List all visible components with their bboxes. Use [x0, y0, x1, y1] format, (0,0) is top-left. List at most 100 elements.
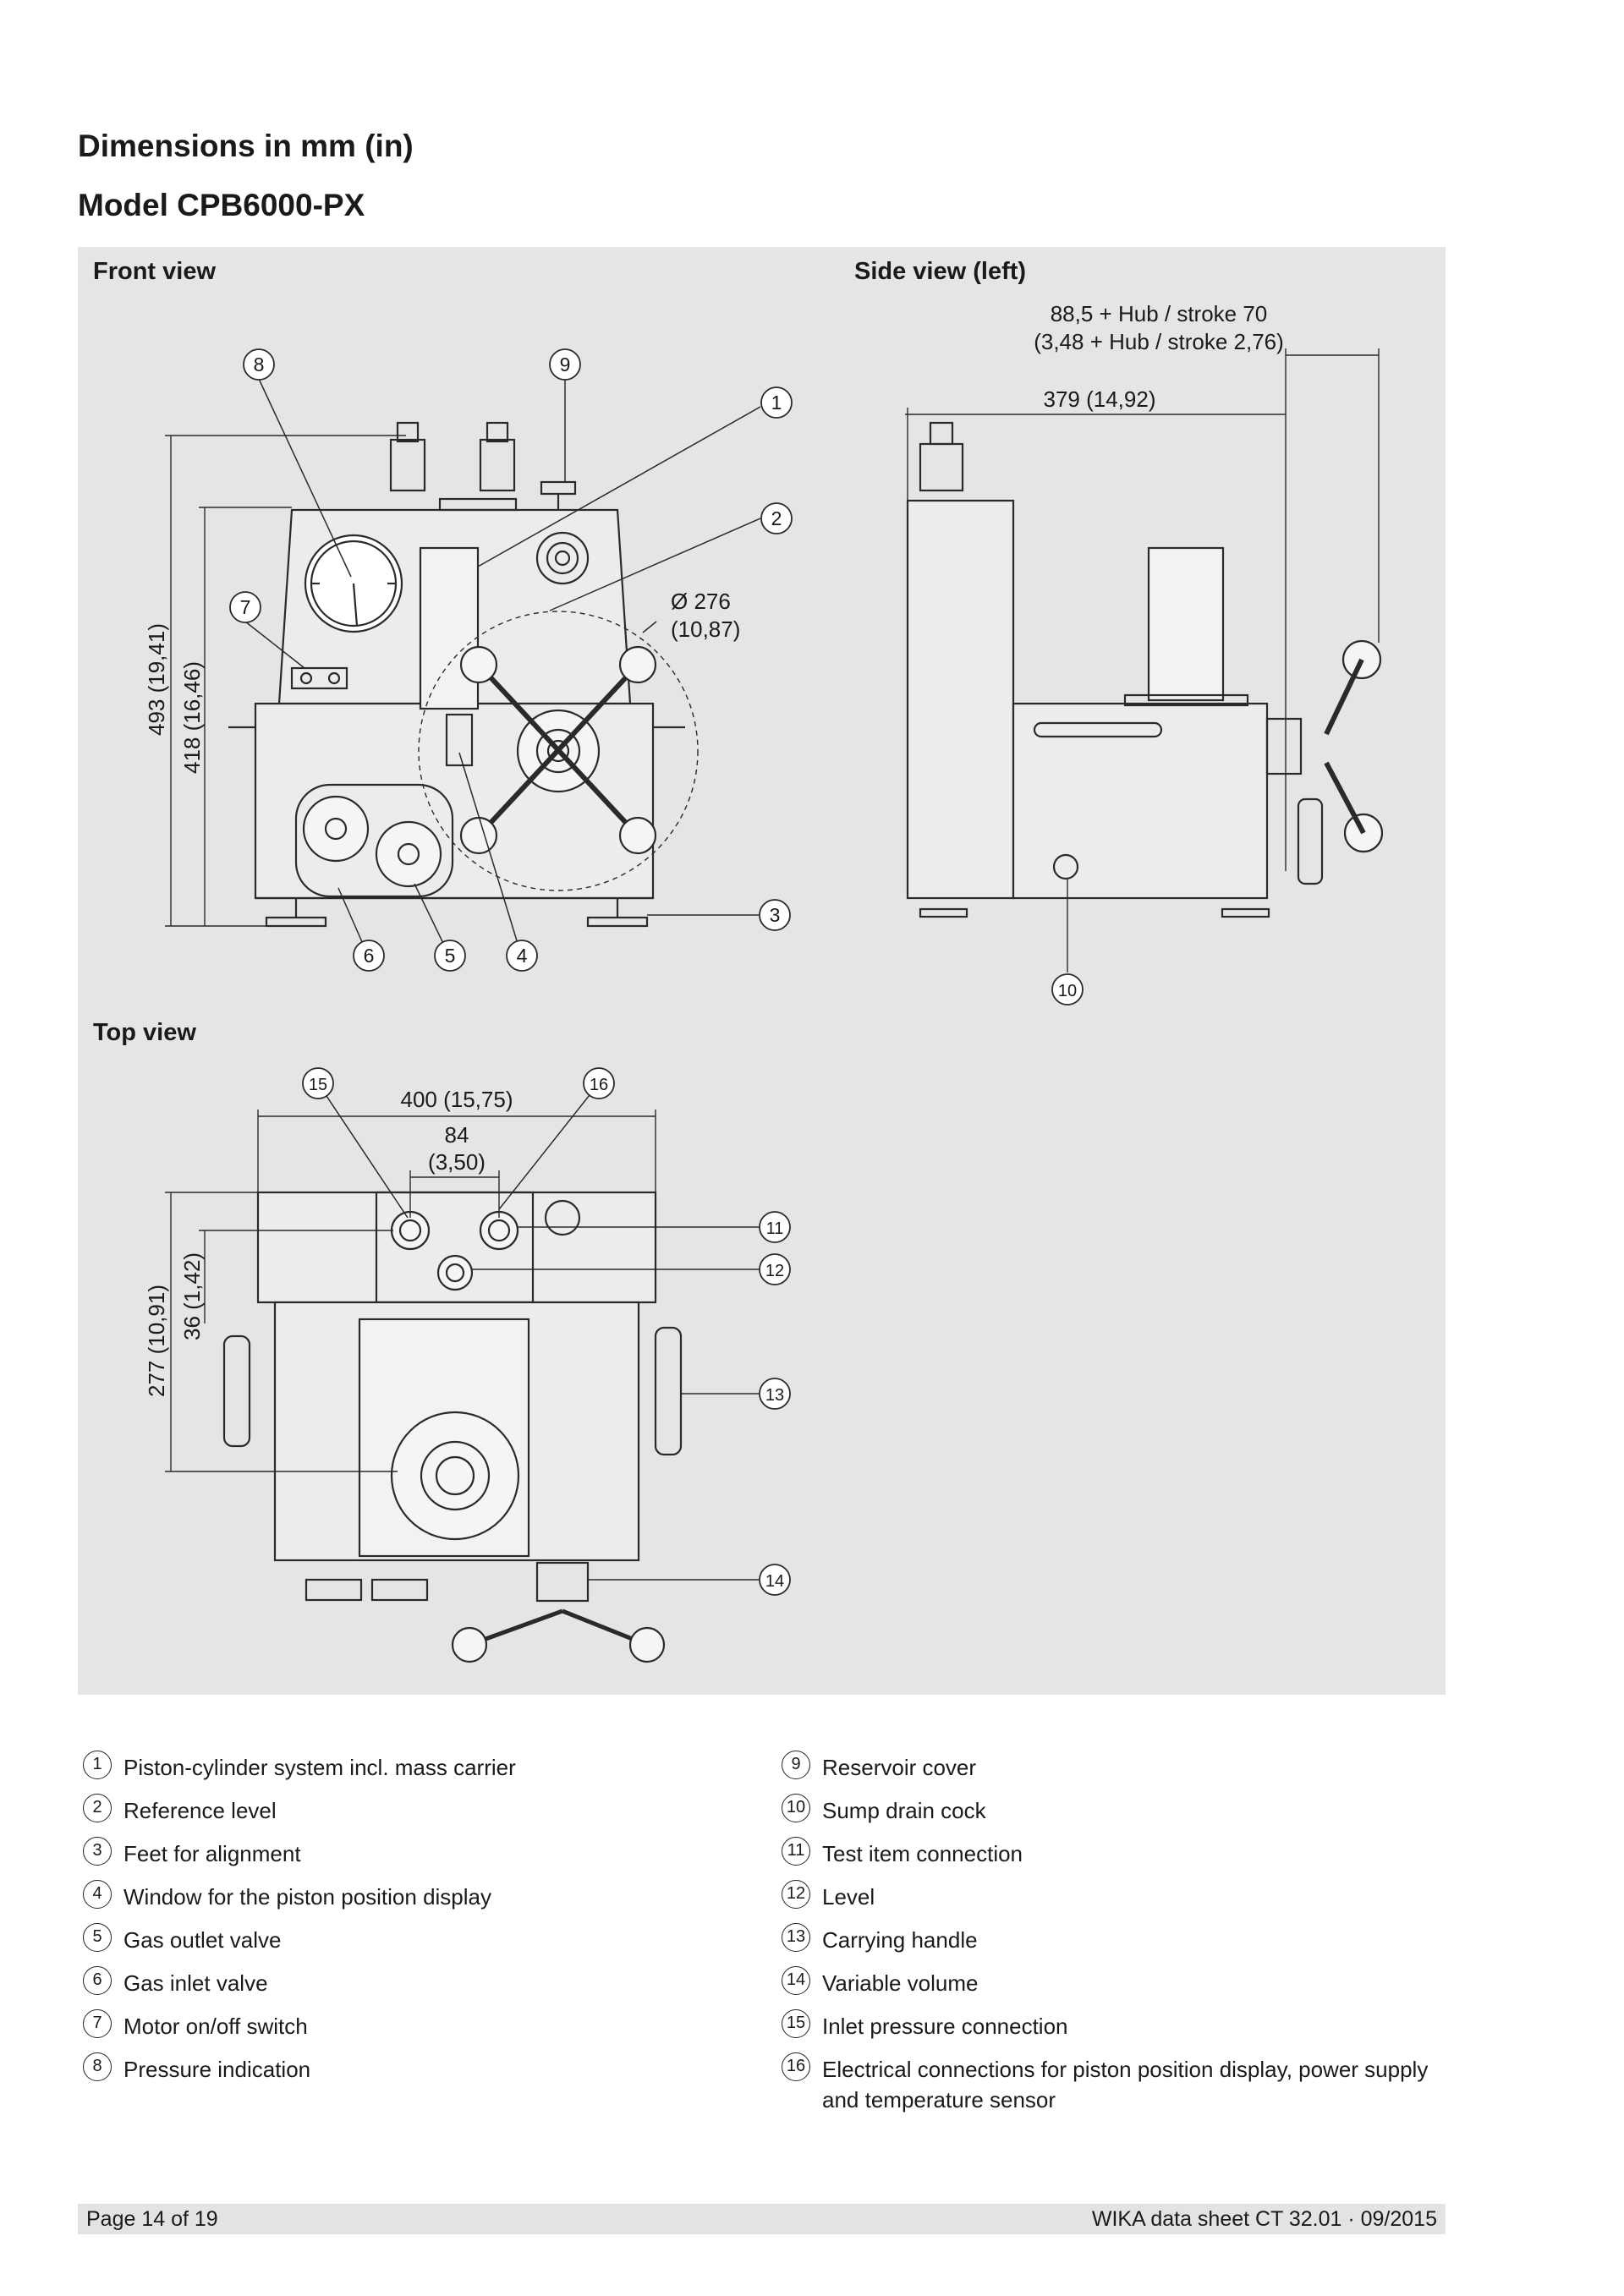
legend-number: 16	[782, 2052, 810, 2081]
page-footer: Page 14 of 19 WIKA data sheet CT 32.01 ·…	[78, 2204, 1446, 2234]
callout-4-circle	[506, 940, 538, 972]
legend-number: 12	[782, 1880, 810, 1909]
legend-item: 9 Reservoir cover	[782, 1751, 1475, 1794]
legend-item: 16 Electrical connections for piston posi…	[782, 2052, 1475, 2120]
model-title: Model CPB6000-PX	[78, 188, 365, 222]
top-width-dim: 400 (15,75)	[400, 1087, 513, 1112]
diameter-dim-in: (10,87)	[671, 616, 741, 642]
callout-16-circle	[583, 1067, 615, 1099]
legend-text: Carrying handle	[822, 1927, 978, 1953]
legend-text: Test item connection	[822, 1841, 1023, 1866]
callout-5-circle	[434, 940, 466, 972]
legend-item: 12 Level	[782, 1880, 1475, 1923]
top-spacing-dim-in: (3,50)	[428, 1149, 486, 1175]
legend-number: 6	[83, 1966, 112, 1995]
callout-3: 3	[770, 904, 781, 926]
callout-6-circle	[353, 940, 385, 972]
legend-item: 10 Sump drain cock	[782, 1794, 1475, 1837]
legend-item: 13 Carrying handle	[782, 1923, 1475, 1966]
legend-number: 9	[782, 1751, 810, 1779]
legend-text: Piston-cylinder system incl. mass carrie…	[123, 1755, 516, 1780]
side-view-drawing	[906, 421, 1384, 918]
callout-8-circle	[243, 348, 275, 381]
callout-4: 4	[517, 945, 528, 967]
legend-text: Variable volume	[822, 1970, 979, 1996]
data-sheet-reference: WIKA data sheet CT 32.01 · 09/2015	[1091, 2207, 1437, 2231]
legend-text: Electrical connections for piston positi…	[822, 2057, 1429, 2112]
legend-left: 1 Piston-cylinder system incl. mass carri…	[83, 1751, 776, 2096]
legend-text: Pressure indication	[123, 2057, 311, 2082]
side-depth-dim: 379 (14,92)	[1043, 386, 1156, 412]
top-view-label: Top view	[93, 1019, 196, 1046]
legend-item: 8 Pressure indication	[83, 2052, 776, 2096]
callout-16: 16	[590, 1076, 608, 1094]
legend-number: 1	[83, 1751, 112, 1779]
callout-15: 15	[309, 1076, 327, 1094]
front-view-drawing	[228, 421, 699, 928]
legend-number: 5	[83, 1923, 112, 1952]
front-height-body-dim: 418 (16,46)	[179, 661, 205, 774]
legend-text: Reservoir cover	[822, 1755, 977, 1780]
callout-11: 11	[766, 1219, 784, 1238]
page-title: Dimensions in mm (in)	[78, 129, 414, 163]
legend-text: Gas outlet valve	[123, 1927, 282, 1953]
callout-14: 14	[765, 1572, 784, 1591]
legend-text: Level	[822, 1884, 875, 1910]
callout-10-circle	[1051, 973, 1084, 1006]
legend-number: 13	[782, 1923, 810, 1952]
legend-item: 1 Piston-cylinder system incl. mass carri…	[83, 1751, 776, 1794]
front-view-label: Front view	[93, 258, 217, 285]
callout-7: 7	[240, 596, 251, 618]
legend-number: 15	[782, 2009, 810, 2038]
callout-11-circle	[759, 1211, 791, 1243]
page-number: Page 14 of 19	[86, 2207, 218, 2231]
callout-9-circle	[549, 348, 581, 381]
callout-2: 2	[771, 507, 782, 529]
callout-5: 5	[445, 945, 456, 967]
callout-15-circle	[302, 1067, 334, 1099]
legend-text: Window for the piston position display	[123, 1884, 492, 1910]
legend-item: 14 Variable volume	[782, 1966, 1475, 2009]
front-height-total-dim: 493 (19,41)	[144, 623, 169, 736]
callout-1: 1	[771, 392, 782, 414]
top-depth-offset-dim: 36 (1,42)	[179, 1252, 205, 1340]
side-stroke-dim-mm: 88,5 + Hub / stroke 70	[1050, 301, 1268, 326]
legend-item: 2 Reference level	[83, 1794, 776, 1837]
callout-3-circle	[759, 899, 791, 931]
legend-item: 5 Gas outlet valve	[83, 1923, 776, 1966]
top-spacing-dim-mm: 84	[444, 1122, 469, 1148]
legend-number: 7	[83, 2009, 112, 2038]
legend-text: Motor on/off switch	[123, 2014, 308, 2039]
callout-10: 10	[1058, 982, 1077, 1000]
legend-item: 7 Motor on/off switch	[83, 2009, 776, 2052]
legend-number: 4	[83, 1880, 112, 1909]
legend-item: 11 Test item connection	[782, 1837, 1475, 1880]
legend-number: 8	[83, 2052, 112, 2081]
legend-right: 9 Reservoir cover 10 Sump drain cock 11 Tes…	[782, 1751, 1475, 2120]
side-view-label: Side view (left)	[854, 258, 1027, 285]
callout-12-circle	[759, 1253, 791, 1285]
callout-12: 12	[765, 1262, 784, 1280]
legend-text: Reference level	[123, 1798, 277, 1823]
callout-9: 9	[560, 353, 571, 375]
legend-text: Gas inlet valve	[123, 1970, 268, 1996]
callout-2-circle	[760, 502, 793, 534]
top-view-drawing	[222, 1191, 683, 1663]
top-depth-total-dim: 277 (10,91)	[144, 1285, 169, 1397]
legend-text: Sump drain cock	[822, 1798, 986, 1823]
callout-8: 8	[254, 353, 265, 375]
callout-14-circle	[759, 1564, 791, 1596]
callout-6: 6	[364, 945, 375, 967]
legend-item: 4 Window for the piston position display	[83, 1880, 776, 1923]
legend-number: 14	[782, 1966, 810, 1995]
legend-number: 11	[782, 1837, 810, 1866]
callout-13-circle	[759, 1378, 791, 1410]
diameter-dim-mm: Ø 276	[671, 589, 731, 614]
side-stroke-dim-in: (3,48 + Hub / stroke 2,76)	[1034, 329, 1284, 354]
callout-7-circle	[229, 591, 261, 623]
legend-number: 2	[83, 1794, 112, 1822]
legend-number: 10	[782, 1794, 810, 1822]
legend-text: Inlet pressure connection	[822, 2014, 1068, 2039]
